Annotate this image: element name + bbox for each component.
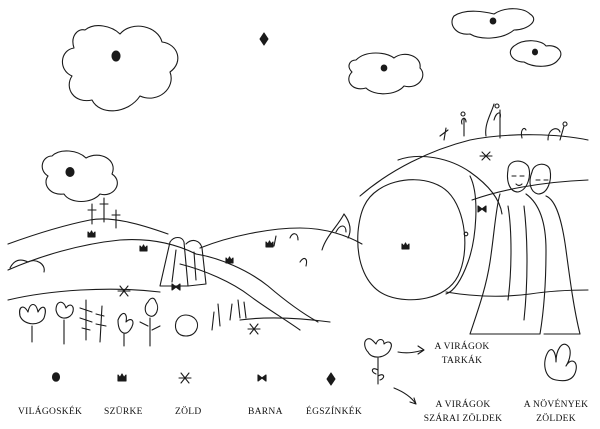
cloud-far-right xyxy=(509,40,562,67)
asterisk-symbol-1 xyxy=(117,285,131,297)
crown-symbol-hill-3 xyxy=(225,256,234,264)
legend-label-egszinkek: ÉGSZÍNKÉK xyxy=(306,407,362,417)
note-plants: A NÖVÉNYEK ZÖLDEK xyxy=(516,398,596,426)
arrow-to-stems-icon xyxy=(393,387,417,405)
crown-symbol-hill-4 xyxy=(265,240,274,248)
note-plants-line-2: ZÖLDEK xyxy=(536,414,576,424)
crown-symbol-hill-2 xyxy=(139,244,148,252)
scene-symbols xyxy=(67,151,493,335)
crown-symbol-hill-1 xyxy=(87,230,96,238)
cloud-middle-right xyxy=(348,52,424,95)
legend-label-szurke: SZÜRKE xyxy=(104,407,143,417)
asterisk-symbol-3 xyxy=(479,151,493,161)
cloud-top-right xyxy=(451,8,535,39)
tomb-rock xyxy=(397,155,503,295)
diamond-symbol-sky xyxy=(259,32,269,46)
diamond-symbol xyxy=(326,372,336,386)
note-flower-petals: A VIRÁGOK TARKÁK xyxy=(430,340,494,368)
legend-label-barna: BARNA xyxy=(248,407,283,417)
legend-label-vilagoskek: VILÁGOSKÉK xyxy=(18,407,83,417)
note-flower-stems-line-2: SZÁRAI ZÖLDEK xyxy=(423,414,503,424)
foreground-plants xyxy=(9,213,351,347)
cloud-small-left xyxy=(41,150,118,203)
note-flower-stems-line-1: A VIRÁGOK xyxy=(435,400,491,410)
note-plants-line-1: A NÖVÉNYEK xyxy=(523,400,589,410)
asterisk-symbol xyxy=(178,372,192,384)
crown-symbol xyxy=(117,373,127,382)
legend-label-zold: ZÖLD xyxy=(175,407,202,417)
crown-symbol-tomb xyxy=(401,242,410,250)
note-flower-petals-line-1: A VIRÁGOK xyxy=(434,342,490,352)
arrow-to-petals-icon xyxy=(397,345,425,355)
two-women-figures xyxy=(469,160,581,335)
three-crosses xyxy=(87,197,121,229)
bowtie-symbol xyxy=(257,374,267,382)
cloud-large-left xyxy=(61,25,179,112)
hill-top-flowers xyxy=(439,103,568,141)
asterisk-symbol-2 xyxy=(247,323,261,335)
hills xyxy=(7,134,589,331)
plant-note-icon xyxy=(544,343,577,382)
note-flower-petals-line-2: TARKÁK xyxy=(441,356,483,366)
draped-figure xyxy=(159,236,207,287)
legend-symbols xyxy=(51,372,336,386)
tomb-stone xyxy=(357,179,466,301)
flower-note-icon xyxy=(364,338,392,385)
dot-symbol xyxy=(51,372,61,382)
bowtie-symbol-tomb xyxy=(477,205,487,213)
bowtie-symbol-figure xyxy=(171,283,181,291)
note-flower-stems: A VIRÁGOK SZÁRAI ZÖLDEK xyxy=(418,398,508,426)
